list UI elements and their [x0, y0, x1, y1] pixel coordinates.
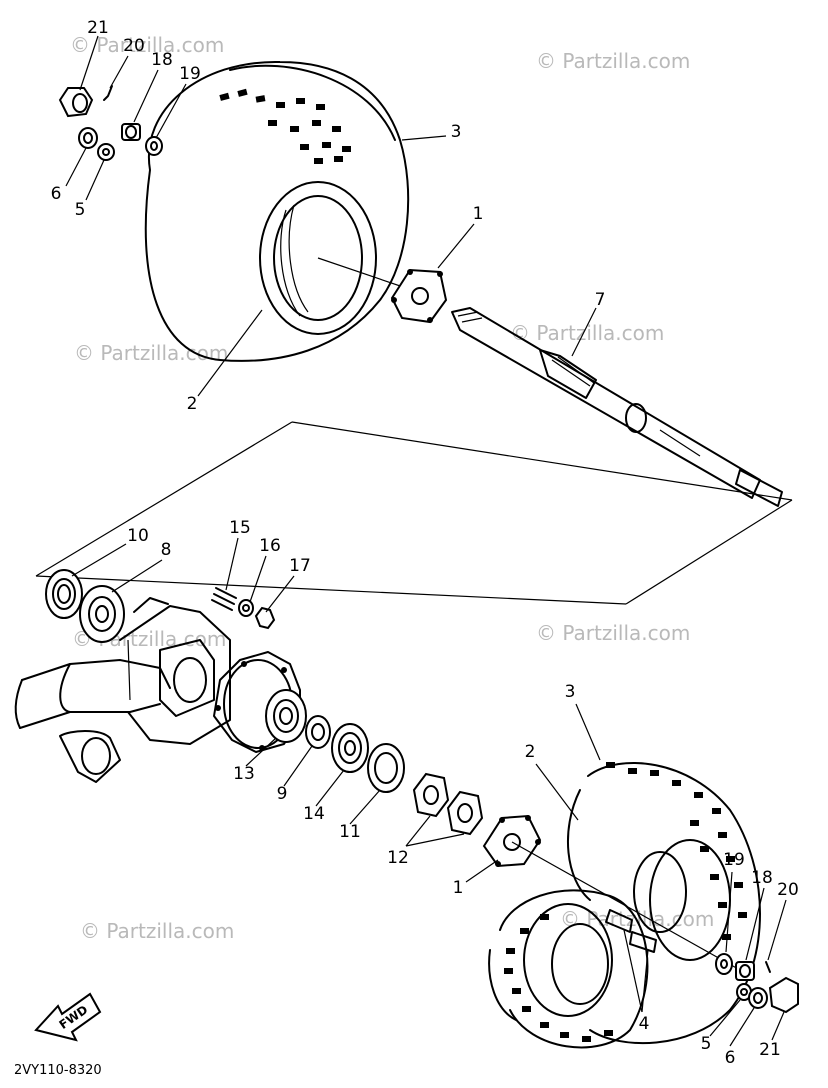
bearing-13: [265, 689, 307, 743]
axle-centerline: [511, 841, 741, 971]
top-collar-18: [121, 123, 141, 141]
washer-16: [238, 599, 254, 617]
spacer-9: [305, 715, 331, 749]
callout-15: 15: [229, 518, 251, 538]
callout-10: 10: [127, 526, 149, 546]
callout-16: 16: [259, 536, 281, 556]
callout-8: 8: [161, 540, 172, 560]
nut-17: [254, 606, 276, 630]
callout-21-top: 21: [87, 18, 109, 38]
rear-axle: [451, 307, 783, 507]
callout-14: 14: [303, 804, 325, 824]
top-nut-21: [58, 87, 94, 118]
bolt-15: [211, 587, 237, 611]
callout-3-top: 3: [451, 122, 462, 142]
callout-2-bot: 2: [525, 742, 536, 762]
diagram-code: 2VY110-8320: [14, 1063, 102, 1078]
bottom-collar-18: [735, 961, 755, 981]
callout-1-top: 1: [473, 204, 484, 224]
callout-13: 13: [233, 764, 255, 784]
oil-seal-10: [45, 569, 83, 619]
callout-20-top: 20: [123, 36, 145, 56]
bottom-nut-6: [748, 987, 768, 1009]
callout-5-top: 5: [75, 200, 86, 220]
nut-12-b: [446, 790, 484, 836]
top-leader-lines: [65, 35, 597, 397]
top-pin-20: [103, 85, 113, 101]
callout-19-top: 19: [179, 64, 201, 84]
watermark: © Partzilla.com: [74, 341, 228, 365]
callout-2-top: 2: [187, 394, 198, 414]
callout-9: 9: [277, 784, 288, 804]
bottom-hub: [482, 814, 542, 868]
callout-12: 12: [387, 848, 409, 868]
callout-3-bot: 3: [565, 682, 576, 702]
middle-leader-lines: [71, 537, 465, 847]
watermark: © Partzilla.com: [70, 33, 224, 57]
callout-7: 7: [595, 290, 606, 310]
callout-1-bot: 1: [453, 878, 464, 898]
callout-21-bot: 21: [759, 1040, 781, 1060]
callout-20-bot: 20: [777, 880, 799, 900]
leader-line: [317, 257, 413, 291]
nut-12-a: [412, 772, 450, 818]
bearing-14: [331, 723, 369, 773]
top-washer-19: [145, 136, 163, 156]
oil-seal-11: [367, 743, 405, 793]
wheel-studs-4: [605, 909, 657, 953]
callout-labels: 21 20 18 19 6 5 3 1 7 2 10 8 15 16 17 13…: [51, 18, 799, 1068]
bottom-pin-20: [765, 961, 771, 973]
callout-17: 17: [289, 556, 311, 576]
top-washer-5: [97, 143, 115, 161]
callout-4: 4: [639, 1014, 650, 1034]
top-tire: [144, 60, 410, 362]
bearing-8: [79, 585, 125, 643]
top-hub: [390, 268, 448, 324]
callout-19-bot: 19: [723, 850, 745, 870]
watermark: © Partzilla.com: [80, 919, 234, 943]
top-nut-6: [78, 127, 98, 149]
watermark: © Partzilla.com: [536, 49, 690, 73]
bottom-cap-nut-21: [768, 976, 799, 1014]
callout-11: 11: [339, 822, 361, 842]
callout-18-top: 18: [151, 50, 173, 70]
watermark: © Partzilla.com: [536, 621, 690, 645]
fwd-arrow: FWD: [34, 992, 102, 1042]
bottom-leader-lines: [465, 703, 787, 1047]
callout-6-bot: 6: [725, 1048, 736, 1068]
callout-5-bot: 5: [701, 1034, 712, 1054]
callout-6-top: 6: [51, 184, 62, 204]
callout-18-bot: 18: [751, 868, 773, 888]
bottom-washer-19: [715, 953, 733, 975]
assembly-frame-box: [35, 421, 793, 605]
bottom-tire: [488, 761, 761, 1049]
